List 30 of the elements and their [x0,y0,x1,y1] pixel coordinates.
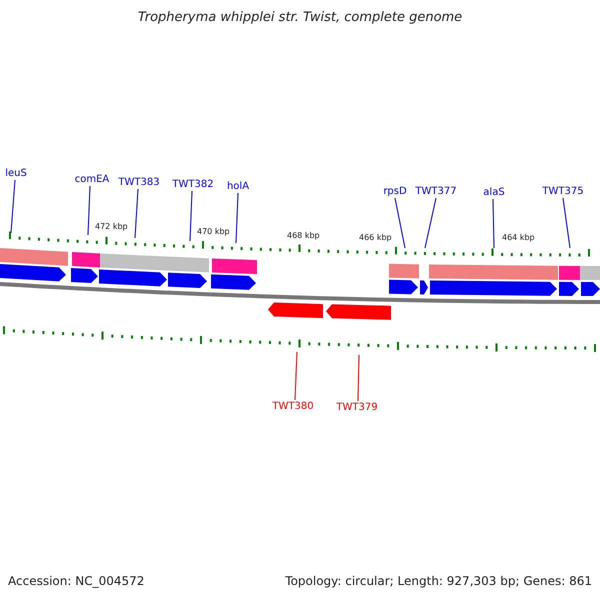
leader-line [134,188,138,238]
leader-line [394,198,406,248]
leader-line [294,352,298,400]
gene-label: rpsD [383,186,407,197]
gene-label: TWT375 [542,186,584,197]
leader-line [562,198,570,248]
gene-label: alaS [483,187,505,198]
gene-label: leuS [5,168,27,179]
gene-label: TWT380 [272,401,314,412]
scale-label: 464 kbp [502,233,535,243]
leader-line [236,192,238,244]
leader-line [190,190,192,242]
leader-line [424,198,436,248]
leader-line [492,198,494,248]
scale-label: 466 kbp [359,233,392,243]
gene-label: TWT382 [172,179,214,190]
gene-label: TWT383 [118,177,160,188]
footer-note: Accession: NC_004572 [8,574,144,588]
title: Tropheryma whipplei str. Twist, complete genome [138,10,462,25]
gene-label: comEA [74,174,110,185]
leader-line [358,354,360,402]
gene-label: TWT379 [336,402,378,413]
leader-line [10,180,16,234]
gene-label: holA [226,181,250,192]
scale-label: 468 kbp [287,231,320,241]
leader-line [88,186,90,236]
gene-label: TWT377 [415,186,457,197]
scale-label: 470 kbp [197,227,230,237]
scale-label: 472 kbp [95,222,128,232]
footer-note: Topology: circular; Length: 927,303 bp; Genes: 861 [285,574,592,588]
